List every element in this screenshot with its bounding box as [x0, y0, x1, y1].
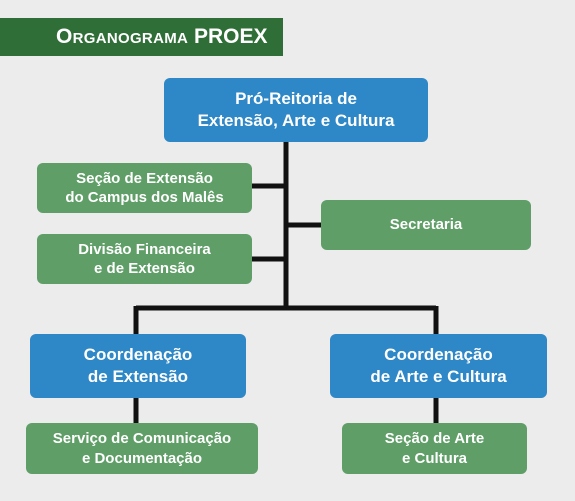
node-coordenacao-arte-cultura-line1: Coordenação [384, 344, 493, 364]
page-title: Organograma PROEX [0, 18, 283, 56]
node-secao-arte-cultura-line2: e Cultura [401, 449, 467, 467]
node-servico-comunicacao: Serviço de Comunicação e Documentação [26, 423, 258, 474]
title-main: PROEX [193, 25, 268, 48]
node-divisao-financeira-line2: e de Extensão [94, 260, 195, 277]
node-secao-extensao-males: Seção de Extensão do Campus dos Malês [37, 163, 252, 213]
node-pro-reitoria: Pró-Reitoria de Extensão, Arte e Cultura [164, 78, 428, 142]
node-secretaria-line1: Secretaria [389, 216, 463, 234]
node-pro-reitoria-line1: Pró-Reitoria de [235, 88, 357, 108]
node-servico-comunicacao-line1: Serviço de Comunicação [52, 430, 232, 447]
node-coordenacao-extensao-line1: Coordenação [83, 344, 193, 364]
node-servico-comunicacao-line2: e Documentação [81, 449, 203, 467]
node-coordenacao-arte-cultura-line2: de Arte e Cultura [370, 367, 507, 386]
node-coordenacao-extensao-line2: de Extensão [87, 367, 189, 386]
node-divisao-financeira-line1: Divisão Financeira [78, 240, 211, 258]
node-secao-extensao-males-line2: do Campus dos Malês [65, 189, 224, 206]
node-secao-arte-cultura-line1: Seção de Arte [384, 430, 485, 447]
node-secao-arte-cultura: Seção de Arte e Cultura [342, 423, 527, 474]
title-prefix: Organograma [56, 25, 189, 48]
node-divisao-financeira: Divisão Financeira e de Extensão [37, 234, 252, 284]
node-secao-extensao-males-line1: Seção de Extensão [76, 169, 213, 187]
node-coordenacao-extensao: Coordenação de Extensão [30, 334, 246, 398]
node-secretaria: Secretaria [321, 200, 531, 250]
node-pro-reitoria-line2: Extensão, Arte e Cultura [197, 111, 395, 130]
node-coordenacao-arte-cultura: Coordenação de Arte e Cultura [330, 334, 547, 398]
